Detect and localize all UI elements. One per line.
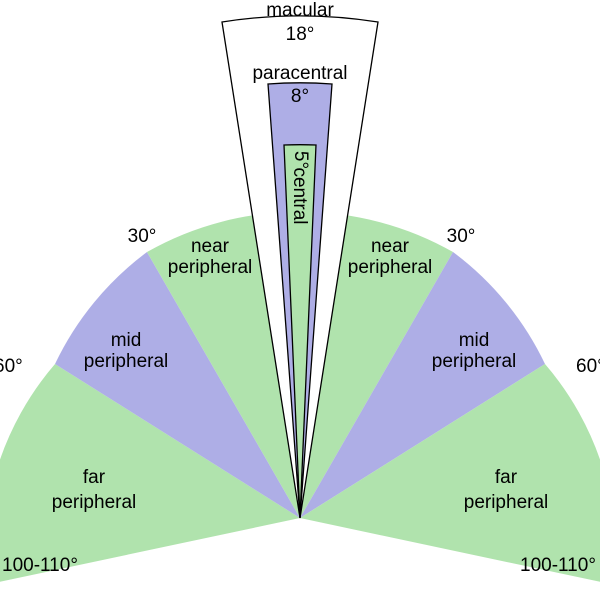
mid-left-label-line1: mid (111, 330, 142, 351)
angle-30-left-label: 30° (128, 226, 157, 247)
far-peripheral-right-sector (300, 364, 600, 582)
central-wedge (283, 144, 317, 519)
angle-100-left-label: 100-110° (2, 555, 78, 576)
near-peripheral-left-sector (147, 211, 300, 518)
mid-left-label-line2: peripheral (84, 351, 169, 372)
mid-right-label-line2: peripheral (432, 351, 517, 372)
mid-right-label-line1: mid (459, 330, 490, 351)
angle-60-right-label: 60° (576, 356, 600, 377)
angle-60-left-label: 60° (0, 356, 23, 377)
paracentral-angle-label: 8° (291, 86, 309, 107)
near-peripheral-right-sector (300, 211, 453, 518)
far-left-label-line1: far (83, 467, 106, 488)
angle-100-right-label: 100-110° (520, 555, 596, 576)
near-right-label-line1: near (371, 236, 410, 257)
macular-label: macular (266, 0, 334, 21)
mid-peripheral-left-sector (55, 252, 300, 518)
central-angle-label: 5° (290, 151, 311, 169)
near-right-label-line2: peripheral (348, 257, 433, 278)
far-peripheral-left-sector (0, 364, 300, 582)
far-right-label-line1: far (495, 467, 518, 488)
mid-peripheral-right-sector (300, 252, 545, 518)
near-left-label-line1: near (191, 236, 230, 257)
far-right-label-line2: peripheral (464, 492, 549, 513)
macular-angle-label: 18° (286, 24, 315, 45)
far-left-label-line2: peripheral (52, 492, 137, 513)
near-left-label-line2: peripheral (168, 257, 253, 278)
angle-30-right-label: 30° (447, 226, 476, 247)
paracentral-label: paracentral (252, 63, 347, 84)
central-label: central (289, 167, 310, 224)
